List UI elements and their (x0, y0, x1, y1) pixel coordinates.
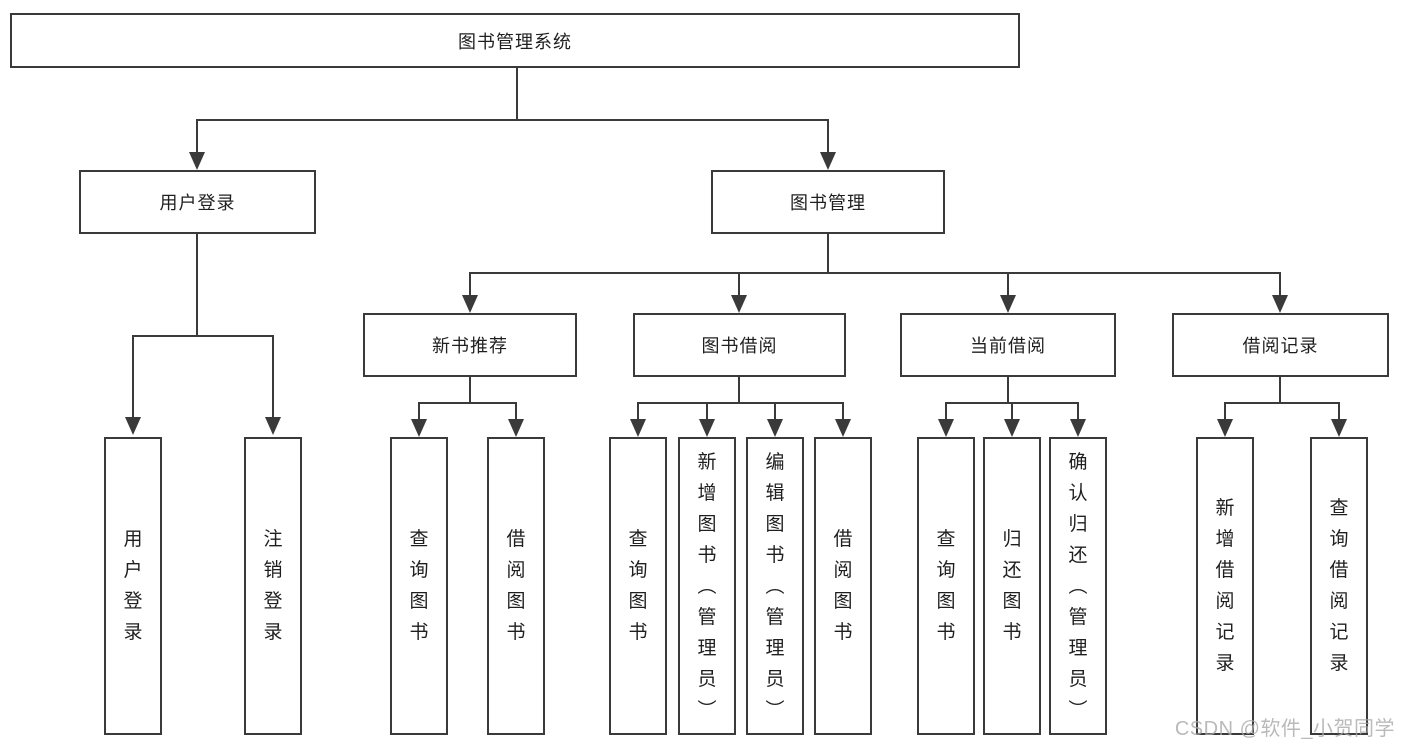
arrow-head-icon (699, 419, 715, 437)
leaf-query-books-borrow: 查 询 图 书 (609, 437, 667, 735)
leaf-label: 注 销 登 录 (263, 529, 283, 643)
arrow-head-icon (1331, 419, 1347, 437)
connector-userlogin-branch (132, 335, 274, 337)
node-new-book-recommend-label: 新书推荐 (432, 336, 508, 356)
node-book-management-label: 图书管理 (790, 193, 866, 213)
arrow-head-icon (1217, 419, 1233, 437)
node-borrow-records: 借阅记录 (1172, 313, 1389, 377)
node-book-borrow: 图书借阅 (633, 313, 846, 377)
connector-drop-leaf (945, 402, 947, 419)
connector-newbook-branch (418, 402, 517, 404)
leaf-label: 新 增 图 书 ︵ 管 理 员 ︶ (697, 451, 717, 721)
node-current-borrow-label: 当前借阅 (970, 336, 1046, 356)
connector-bookborrow-branch (637, 402, 844, 404)
arrow-head-icon (835, 419, 851, 437)
connector-drop-leaf (272, 335, 274, 417)
leaf-label: 编 辑 图 书 ︵ 管 理 员 ︶ (765, 451, 785, 721)
node-system-root-label: 图书管理系统 (458, 31, 572, 52)
leaf-label: 借 阅 图 书 (506, 529, 526, 643)
connector-drop-leaf (1224, 402, 1226, 419)
node-book-borrow-label: 图书借阅 (701, 336, 778, 356)
connector-bookmgmt-stem (827, 234, 829, 273)
leaf-label: 新 增 借 阅 记 录 (1215, 498, 1235, 674)
arrow-head-icon (820, 152, 836, 170)
arrow-head-icon (411, 419, 427, 437)
node-book-management: 图书管理 (711, 170, 945, 234)
arrow-head-icon (1000, 295, 1016, 313)
arrow-head-icon (1272, 295, 1288, 313)
connector-records-stem (1279, 377, 1281, 403)
leaf-borrow-books-recommend: 借 阅 图 书 (487, 437, 545, 735)
connector-drop-leaf (637, 402, 639, 419)
arrow-head-icon (1004, 419, 1020, 437)
node-user-login-label: 用户登录 (159, 193, 236, 213)
connector-drop-leaf (132, 335, 134, 417)
connector-drop-node (469, 272, 471, 295)
arrow-head-icon (938, 419, 954, 437)
leaf-label: 借 阅 图 书 (833, 529, 853, 643)
connector-records-branch (1224, 402, 1339, 404)
leaf-confirm-return-admin: 确 认 归 还 ︵ 管 理 员 ︶ (1049, 437, 1107, 735)
node-system-root: 图书管理系统 (10, 13, 1020, 68)
leaf-borrow-books: 借 阅 图 书 (814, 437, 872, 735)
csdn-watermark: CSDN @软件_小贺同学 (1174, 718, 1395, 740)
leaf-edit-books-admin: 编 辑 图 书 ︵ 管 理 员 ︶ (746, 437, 804, 735)
connector-root-stem (516, 68, 518, 120)
connector-newbook-stem (469, 377, 471, 403)
arrow-head-icon (630, 419, 646, 437)
connector-bookmgmt-branch (469, 272, 1281, 274)
connector-drop-leaf (1077, 402, 1079, 419)
arrow-head-icon (125, 417, 141, 435)
arrow-head-icon (731, 295, 747, 313)
node-current-borrow: 当前借阅 (900, 313, 1116, 377)
arrow-head-icon (189, 152, 205, 170)
connector-drop-leaf (842, 402, 844, 419)
arrow-head-icon (265, 417, 281, 435)
connector-drop-book-mgmt (827, 119, 829, 153)
leaf-label: 查 询 图 书 (409, 529, 429, 643)
connector-drop-leaf (1011, 402, 1013, 419)
arrow-head-icon (1070, 419, 1086, 437)
connector-root-branch (196, 119, 829, 121)
leaf-label: 归 还 图 书 (1002, 529, 1022, 643)
connector-drop-node (1007, 272, 1009, 295)
connector-drop-leaf (1338, 402, 1340, 419)
leaf-user-login: 用 户 登 录 (104, 437, 162, 735)
arrow-head-icon (508, 419, 524, 437)
leaf-label: 查 询 图 书 (628, 529, 648, 643)
leaf-query-borrow-record: 查 询 借 阅 记 录 (1310, 437, 1368, 735)
connector-bookborrow-stem (738, 377, 740, 403)
leaf-query-books-recommend: 查 询 图 书 (390, 437, 448, 735)
connector-drop-leaf (774, 402, 776, 419)
leaf-label: 用 户 登 录 (123, 529, 143, 643)
node-user-login: 用户登录 (79, 170, 316, 234)
leaf-add-borrow-record: 新 增 借 阅 记 录 (1196, 437, 1254, 735)
arrow-head-icon (767, 419, 783, 437)
connector-drop-leaf (418, 402, 420, 419)
connector-userlogin-stem (196, 234, 198, 336)
leaf-label: 确 认 归 还 ︵ 管 理 员 ︶ (1068, 451, 1088, 721)
leaf-add-books-admin: 新 增 图 书 ︵ 管 理 员 ︶ (678, 437, 736, 735)
leaf-label: 查 询 借 阅 记 录 (1329, 498, 1349, 674)
arrow-head-icon (462, 295, 478, 313)
connector-drop-leaf (515, 402, 517, 419)
node-new-book-recommend: 新书推荐 (363, 313, 577, 377)
leaf-return-books: 归 还 图 书 (983, 437, 1041, 735)
leaf-label: 查 询 图 书 (936, 529, 956, 643)
leaf-query-books-current: 查 询 图 书 (917, 437, 975, 735)
leaf-logout: 注 销 登 录 (244, 437, 302, 735)
connector-drop-user-login (196, 119, 198, 153)
connector-drop-leaf (706, 402, 708, 419)
connector-drop-node (738, 272, 740, 295)
connector-drop-node (1279, 272, 1281, 295)
connector-currentborrow-stem (1007, 377, 1009, 403)
node-borrow-records-label: 借阅记录 (1242, 336, 1319, 356)
